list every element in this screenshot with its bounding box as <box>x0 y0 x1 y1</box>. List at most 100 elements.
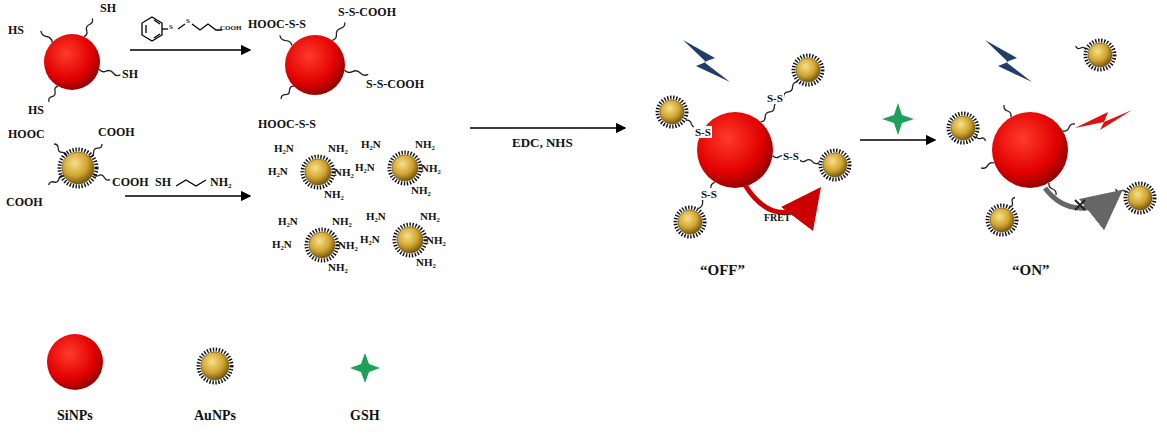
gold-fringe <box>390 153 421 184</box>
chem-label: NH₂ <box>334 166 354 178</box>
linker-chain <box>761 82 798 122</box>
gold-nanoparticle <box>1128 186 1152 210</box>
chem-label: S-S <box>694 126 712 138</box>
linker-chain <box>49 86 58 102</box>
linker-chain <box>281 86 294 99</box>
chem-label: H₂N <box>366 210 386 222</box>
linker-chain <box>1063 124 1075 131</box>
legend-text: AuNPs <box>194 408 236 423</box>
chem-label: S <box>169 24 173 32</box>
chem-label: HOOC <box>8 128 45 141</box>
chem-label: H₂N <box>268 165 288 177</box>
linker-chain <box>41 31 52 42</box>
gold-fringe <box>303 157 334 188</box>
gold-nanoparticle <box>678 210 702 234</box>
gold-fringe <box>1126 184 1155 213</box>
linker-chain <box>99 69 120 75</box>
chem-label: HOOC-S-S <box>258 118 316 131</box>
linker-chain <box>1116 189 1126 193</box>
chem-label: NH₂ <box>338 239 358 251</box>
gold-fringe <box>199 350 232 383</box>
chem-label: COOH <box>112 176 149 189</box>
chem-label: S-S <box>766 92 784 104</box>
gold-nanoparticle <box>990 208 1014 232</box>
silicon-nanoparticle <box>47 334 103 390</box>
gold-fringe <box>395 225 426 256</box>
chem-label: NH₂ <box>324 188 344 200</box>
linker-chain <box>280 35 292 45</box>
gold-nanoparticle <box>397 227 423 253</box>
gold-fringe <box>949 114 978 143</box>
chem-label: HS <box>8 24 24 37</box>
gold-fringe <box>1086 41 1115 70</box>
gold-nanoparticle <box>309 232 335 258</box>
gold-fringe <box>988 206 1017 235</box>
chem-label: NH₂ <box>426 234 446 246</box>
chem-label: NH₂ <box>328 261 348 273</box>
gold-fringe <box>658 98 687 127</box>
chem-label: SH <box>100 2 116 15</box>
linker-chain <box>976 136 986 142</box>
chem-label: S-S-COOH <box>366 78 424 91</box>
linker-chain <box>1004 105 1011 117</box>
gold-nanoparticle <box>660 100 684 124</box>
linker-chain <box>332 22 345 40</box>
gold-nanoparticle <box>392 155 418 181</box>
silicon-nanoparticle <box>697 112 773 188</box>
gold-fringe <box>307 230 338 261</box>
chem-label: NH₂ <box>411 184 431 196</box>
chem-label: COOH <box>98 126 135 139</box>
chem-label: HS <box>28 104 44 117</box>
linker-chain <box>981 163 994 169</box>
silicon-nanoparticle <box>992 112 1068 188</box>
chem-label: S-S <box>782 150 800 162</box>
gold-nanoparticle <box>1088 43 1112 67</box>
linker-chain <box>1076 46 1086 50</box>
linker-chain <box>84 19 93 37</box>
chem-label: “ON” <box>1012 262 1050 279</box>
legend-text: SiNPs <box>57 408 93 423</box>
chem-label: H₂N <box>278 215 298 227</box>
gold-fringe <box>821 151 850 180</box>
chem-label: SH <box>155 176 171 189</box>
linker-chain <box>89 144 102 157</box>
chem-label: H₂N <box>272 238 292 250</box>
linker-chain <box>345 70 369 75</box>
gold-fringe <box>794 56 823 85</box>
chem-label: H₂N <box>360 233 380 245</box>
chem-label: HOOC-S-S <box>248 18 306 31</box>
chem-label: NH₂ <box>421 162 441 174</box>
chem-label: H₂N <box>274 142 294 154</box>
gold-nanoparticle <box>796 58 820 82</box>
gold-fringe <box>676 208 705 237</box>
silicon-nanoparticle <box>285 35 345 95</box>
chem-label: H₂N <box>361 138 381 150</box>
gold-nanoparticle <box>823 153 847 177</box>
gold-nanoparticle <box>305 159 331 185</box>
gold-fringe <box>60 150 97 187</box>
chem-label: FRET <box>764 212 791 223</box>
chem-label: “OFF” <box>700 262 745 279</box>
chem-label: NH₂ <box>328 142 348 154</box>
chem-label: NH₂ <box>415 138 435 150</box>
chem-label: NH₂ <box>332 215 352 227</box>
chem-label: COOH <box>220 25 241 33</box>
silicon-nanoparticle <box>44 34 100 90</box>
chem-label: S-S <box>700 188 718 200</box>
chem-label: SH <box>122 68 138 81</box>
chem-label: EDC, NHS <box>512 136 573 150</box>
gold-nanoparticle <box>951 116 975 140</box>
chem-label: H₂N <box>355 161 375 173</box>
gold-nanoparticle <box>201 352 229 380</box>
gold-nanoparticle <box>62 152 94 184</box>
chem-label: NH₂ <box>210 176 232 189</box>
chem-label: NH₂ <box>416 256 436 268</box>
legend-text: GSH <box>350 408 380 423</box>
linker-chain <box>1010 198 1016 208</box>
chem-label: S-S-COOH <box>338 6 396 19</box>
chem-label: NH₂ <box>420 210 440 222</box>
chem-label: S <box>186 18 190 26</box>
chem-label: COOH <box>6 196 43 209</box>
